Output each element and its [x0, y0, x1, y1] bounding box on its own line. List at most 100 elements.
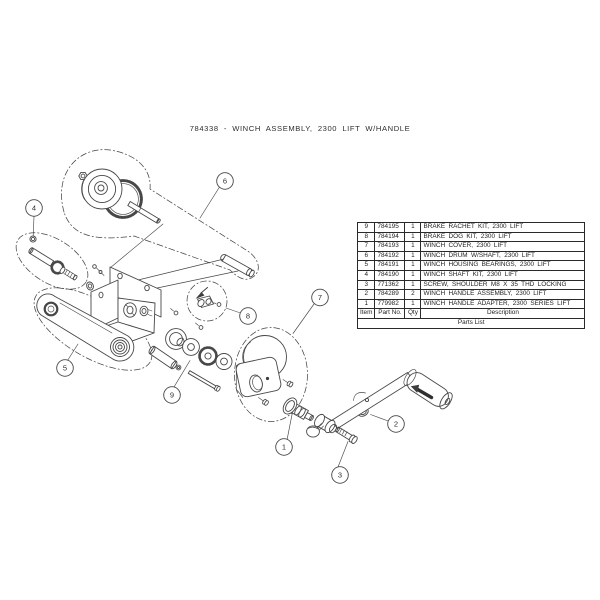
callout-5: 5	[56, 359, 74, 377]
svg-text:7: 7	[318, 293, 322, 302]
header-part-no: Part No.	[374, 308, 406, 319]
cell-qty: 1	[404, 279, 422, 291]
callout-2: 2	[387, 415, 405, 433]
handle-grip	[406, 372, 449, 407]
arrow-marker	[195, 292, 205, 299]
header-item: Item	[356, 308, 376, 319]
table-row: 1 779982 1 WINCH HANDLE ADAPTER, 2300 SE…	[356, 298, 586, 310]
winch-drum-assembly	[78, 168, 161, 224]
shoulder-screw	[335, 426, 358, 445]
cell-item: 7	[356, 241, 376, 252]
callout-leader-lines	[32, 186, 390, 468]
cell-item: 9	[356, 222, 376, 233]
cell-qty: 1	[404, 269, 422, 281]
callout-6: 6	[216, 172, 234, 190]
cell-part-no: 784194	[374, 231, 406, 243]
table-header-row: Item Part No. Qty Description	[356, 308, 586, 319]
region-7-boundary	[234, 327, 308, 422]
cell-description: SCREW, SHOULDER M8 X 35 THD LOCKING	[420, 279, 586, 291]
cell-description: WINCH COVER, 2300 LIFT	[420, 241, 586, 252]
header-description: Description	[420, 308, 586, 319]
callout-balloons: 1 2 3 4 5 6 7	[25, 172, 405, 484]
cell-part-no: 784190	[374, 269, 406, 281]
detail-region-boundaries	[15, 149, 308, 422]
cell-part-no: 771362	[374, 279, 406, 291]
cell-part-no: 784289	[374, 289, 406, 300]
callout-8: 8	[239, 307, 257, 325]
callout-1: 1	[275, 438, 293, 456]
drum-shaft-pin	[220, 254, 255, 278]
cell-qty: 1	[404, 241, 422, 252]
callout-7: 7	[311, 288, 329, 307]
cell-part-no: 784195	[374, 222, 406, 233]
cell-qty: 1	[404, 222, 422, 233]
callout-3: 3	[331, 466, 349, 484]
cell-qty: 1	[404, 260, 422, 271]
cell-item: 3	[356, 279, 376, 291]
svg-text:8: 8	[246, 312, 250, 321]
cell-part-no: 784193	[374, 241, 406, 252]
region-4-boundary	[15, 232, 89, 290]
winch-shaft-kit	[28, 235, 78, 281]
grip-arrow-marking	[410, 384, 420, 393]
ratchet-wheel	[199, 347, 217, 365]
parts-list-table: 9 784195 1 BRAKE RACHET KIT, 2300 LIFT 8…	[356, 222, 586, 329]
winch-cover	[235, 335, 294, 406]
svg-text:9: 9	[170, 391, 174, 400]
bracket-hardware	[86, 264, 105, 291]
cell-item: 6	[356, 250, 376, 262]
cell-item: 2	[356, 289, 376, 300]
brake-ratchet-kit	[148, 308, 233, 392]
cell-item: 1	[356, 298, 376, 310]
cell-qty: 1	[404, 250, 422, 262]
svg-text:3: 3	[338, 471, 342, 480]
table-row: 4 784190 1 WINCH SHAFT KIT, 2300 LIFT	[356, 269, 586, 281]
table-footer-row: Parts List	[356, 317, 586, 329]
svg-text:5: 5	[63, 364, 67, 373]
winch-housing	[36, 293, 135, 362]
callout-4: 4	[25, 199, 43, 217]
cell-part-no: 779982	[374, 298, 406, 310]
o-ring	[29, 235, 37, 243]
table-row: 9 784195 1 BRAKE RACHET KIT, 2300 LIFT	[356, 222, 586, 233]
cell-part-no: 784192	[374, 250, 406, 262]
input-shaft	[28, 247, 55, 267]
cell-item: 4	[356, 269, 376, 281]
table-row: 7 784193 1 WINCH COVER, 2300 LIFT	[356, 241, 586, 252]
spacer-tube	[149, 345, 177, 370]
table-footer: Parts List	[356, 317, 586, 329]
washer	[182, 338, 200, 356]
svg-text:2: 2	[394, 420, 398, 429]
cell-qty: 1	[404, 298, 422, 310]
table-row: 8 784194 1 BRAKE DOG KIT, 2300 LIFT	[356, 231, 586, 243]
cover-plate	[235, 356, 282, 398]
cell-description: WINCH HANDLE ASSEMBLY, 2300 LIFT	[420, 289, 586, 300]
cell-item: 8	[356, 231, 376, 243]
cell-description: WINCH SHAFT KIT, 2300 LIFT	[420, 269, 586, 281]
header-qty: Qty	[404, 308, 422, 319]
page-title: 784338 - WINCH ASSEMBLY, 2300 LIFT W/HAN…	[189, 124, 411, 133]
table-row: 6 784192 1 WINCH DRUM W/SHAFT, 2300 LIFT	[356, 250, 586, 262]
region-8-boundary	[186, 280, 228, 322]
handle-knob	[306, 425, 320, 438]
handle-adapter	[282, 397, 314, 421]
flanged-bearing	[165, 328, 187, 350]
cell-description: WINCH HANDLE ADAPTER, 2300 SERIES LIFT	[420, 298, 586, 310]
cell-part-no: 784191	[374, 260, 406, 271]
cell-description: BRAKE RACHET KIT, 2300 LIFT	[420, 222, 586, 233]
cell-qty: 2	[404, 289, 422, 300]
svg-text:4: 4	[32, 204, 36, 213]
long-pin	[187, 370, 217, 390]
cell-description: BRAKE DOG KIT, 2300 LIFT	[420, 231, 586, 243]
cell-description: WINCH HOUSING BEARINGS, 2300 LIFT	[420, 260, 586, 271]
washer	[215, 353, 233, 370]
housing-bearing	[43, 301, 59, 317]
callout-9: 9	[163, 386, 181, 404]
brake-dog-pawl	[195, 286, 222, 308]
table-row: 5 784191 1 WINCH HOUSING BEARINGS, 2300 …	[356, 260, 586, 271]
svg-text:1: 1	[282, 443, 286, 452]
cell-description: WINCH DRUM W/SHAFT, 2300 LIFT	[420, 250, 586, 262]
projection-lines	[109, 223, 239, 292]
